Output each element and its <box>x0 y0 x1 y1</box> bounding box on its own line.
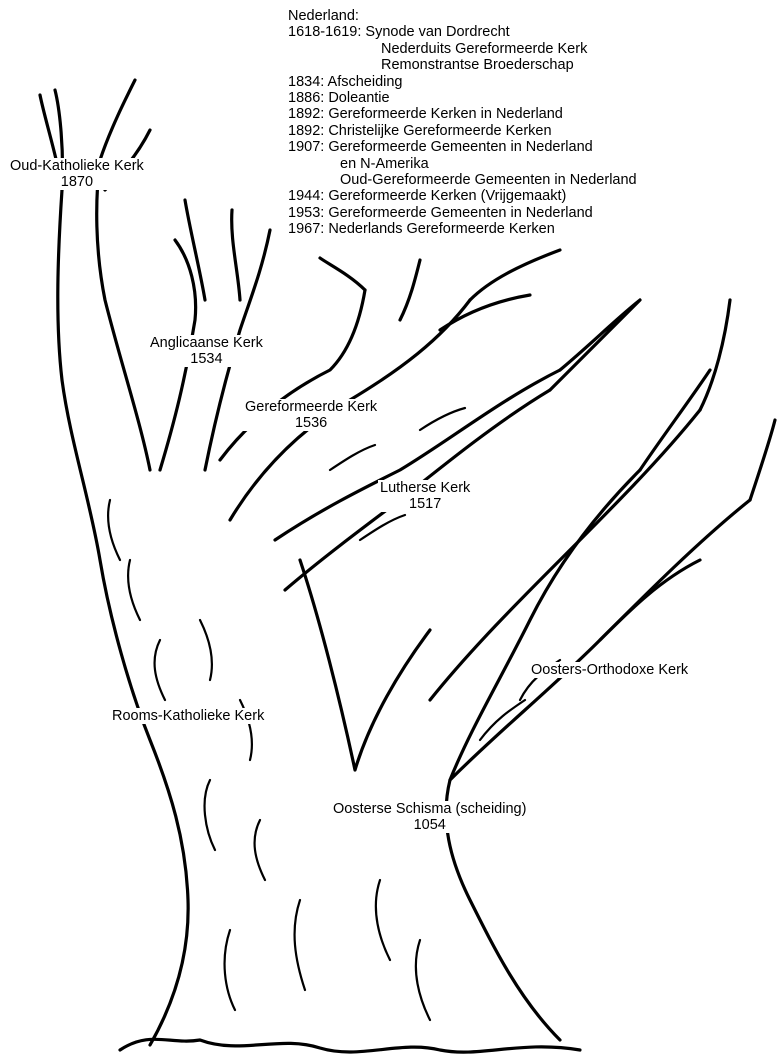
timeline-entry: 1892: Gereformeerde Kerken in Nederland <box>288 106 637 122</box>
timeline-entry: 1953: Gereformeerde Gemeenten in Nederla… <box>288 205 637 221</box>
label-luthers: Lutherse Kerk 1517 <box>378 480 472 512</box>
entry-year: 1953: <box>288 205 324 221</box>
branch-year: 1534 <box>150 351 263 367</box>
branch-gereformeerd-twigs <box>320 250 560 330</box>
branch-oud-katholiek-inner <box>97 160 150 470</box>
branch-year: 1536 <box>245 415 377 431</box>
branch-luthers-tip <box>550 300 640 390</box>
entry-year: 1907: <box>288 139 324 155</box>
entry-year: 1834: <box>288 74 324 90</box>
entry-year: 1967: <box>288 221 324 237</box>
entry-text: Doleantie <box>328 90 389 106</box>
crotch <box>300 560 430 770</box>
label-gereformeerd: Gereformeerde Kerk 1536 <box>243 399 379 431</box>
branch-name: Lutherse Kerk <box>380 480 470 496</box>
label-oosters-orthodox: Oosters-Orthodoxe Kerk <box>529 662 690 678</box>
label-oud-katholiek: Oud-Katholieke Kerk 1870 <box>8 158 146 190</box>
label-schisma: Oosterse Schisma (scheiding) 1054 <box>331 801 528 833</box>
timeline-entry: 1944: Gereformeerde Kerken (Vrijgemaakt) <box>288 188 637 204</box>
entry-text: Gereformeerde Kerken (Vrijgemaakt) <box>328 188 566 204</box>
label-rooms-katholiek: Rooms-Katholieke Kerk <box>110 708 266 724</box>
timeline-entry: 1886: Doleantie <box>288 90 637 106</box>
entry-year: 1886: <box>288 90 324 106</box>
entry-text: Gereformeerde Gemeenten in Nederland <box>328 139 592 155</box>
entry-year: 1892: <box>288 106 324 122</box>
branch-oud-katholiek-twig2 <box>100 80 135 160</box>
timeline-entry: 1907: Gereformeerde Gemeenten in Nederla… <box>288 139 637 155</box>
entry-text-continued: Oud-Gereformeerde Gemeenten in Nederland <box>288 172 637 188</box>
entry-text-continued: Remonstrantse Broederschap <box>288 57 637 73</box>
timeline-entry: 1967: Nederlands Gereformeerde Kerken <box>288 221 637 237</box>
entry-text-continued: Nederduits Gereformeerde Kerk <box>288 41 637 57</box>
label-anglicaans: Anglicaanse Kerk 1534 <box>148 335 265 367</box>
branch-year: 1870 <box>10 174 144 190</box>
entry-text: Christelijke Gereformeerde Kerken <box>328 123 551 139</box>
trunk-base <box>120 1039 580 1052</box>
branch-name: Rooms-Katholieke Kerk <box>112 708 264 724</box>
entry-text: Synode van Dordrecht <box>365 24 509 40</box>
branch-gereformeerd-upper <box>220 290 365 460</box>
entry-year: 1892: <box>288 123 324 139</box>
entry-text: Afscheiding <box>328 74 403 90</box>
trunk-left-edge <box>55 90 188 1045</box>
branch-name: Oud-Katholieke Kerk <box>10 158 144 174</box>
branch-orthodox-upper <box>430 410 700 700</box>
timeline-entry: 1834: Afscheiding <box>288 74 637 90</box>
branch-luthers-upper <box>275 370 560 540</box>
branch-orthodox-twigs <box>600 300 775 640</box>
entry-text: Gereformeerde Kerken in Nederland <box>328 106 563 122</box>
branch-anglicaans-twig2 <box>232 210 240 300</box>
branch-name: Oosterse Schisma (scheiding) <box>333 801 526 817</box>
entry-text: Gereformeerde Gemeenten in Nederland <box>328 205 592 221</box>
branch-name: Gereformeerde Kerk <box>245 399 377 415</box>
entry-year: 1618-1619: <box>288 24 361 40</box>
entry-text-continued: en N-Amerika <box>288 156 637 172</box>
entry-year: 1944: <box>288 188 324 204</box>
timeline-entry: 1618-1619: Synode van Dordrecht <box>288 24 637 40</box>
timeline-entry: 1892: Christelijke Gereformeerde Kerken <box>288 123 637 139</box>
netherlands-timeline: Nederland: 1618-1619: Synode van Dordrec… <box>288 8 637 238</box>
branch-name: Oosters-Orthodoxe Kerk <box>531 662 688 678</box>
branch-year: 1517 <box>380 496 470 512</box>
branch-name: Anglicaanse Kerk <box>150 335 263 351</box>
timeline-heading: Nederland: <box>288 8 637 24</box>
branch-year: 1054 <box>333 817 526 833</box>
entry-text: Nederlands Gereformeerde Kerken <box>328 221 554 237</box>
